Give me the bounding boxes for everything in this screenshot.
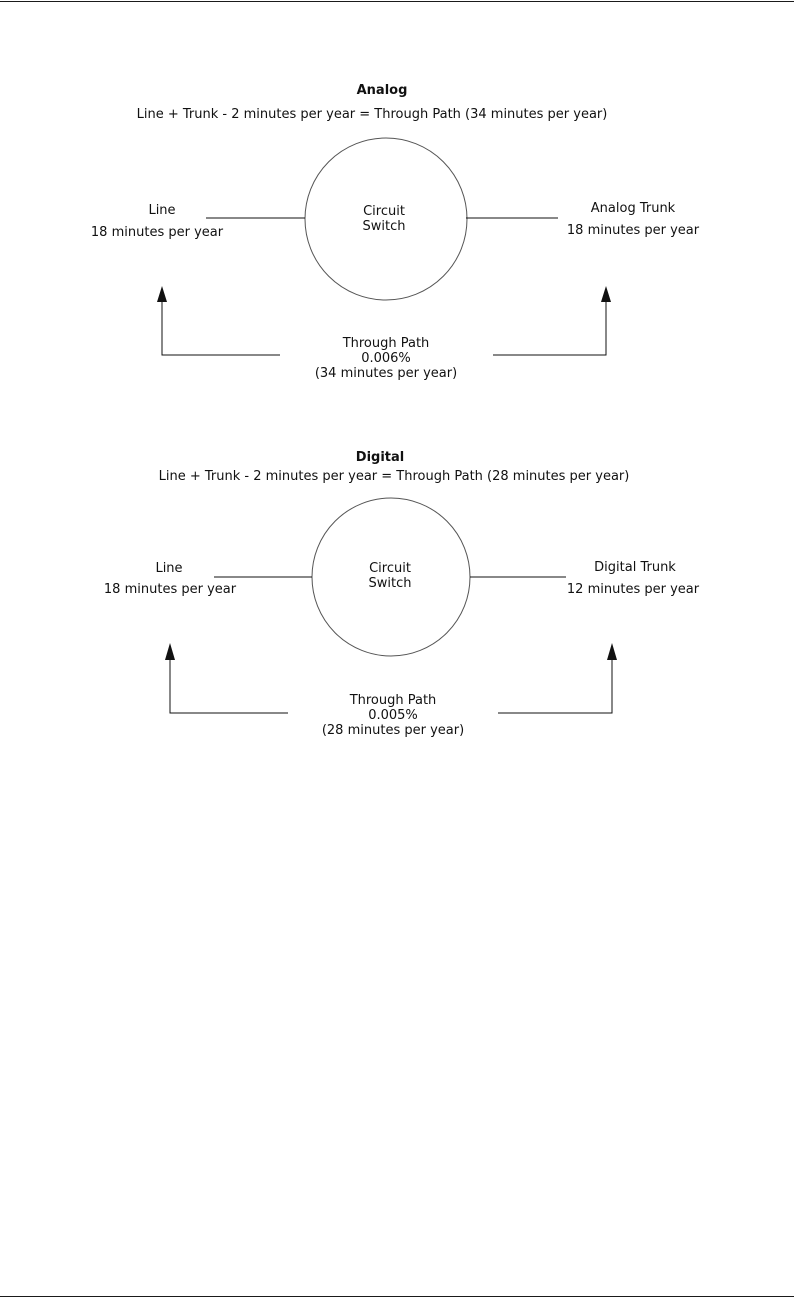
right-path-arrow (498, 659, 613, 714)
left-path-arrow (161, 300, 280, 356)
through-path-value: (28 minutes per year) (321, 723, 465, 738)
switch-label-line2: Switch (362, 219, 406, 234)
trunk-label: Analog Trunk (590, 201, 676, 216)
through-path-percent: 0.006% (361, 351, 411, 366)
switch-label-line1: Circuit (369, 561, 411, 576)
through-path-label: Through Path 0.006% (34 minutes per year… (315, 336, 457, 381)
formula: Line + Trunk - 2 minutes per year = Thro… (158, 469, 630, 484)
through-path-label: Through Path 0.005% (28 minutes per year… (322, 693, 464, 738)
through-path-name: Through Path (342, 336, 430, 351)
switch-label-line1: Circuit (363, 204, 405, 219)
line-value: 18 minutes per year (90, 225, 224, 240)
line-label: Line (155, 561, 183, 576)
circuit-switch-label: Circuit Switch (369, 561, 412, 591)
through-path-value: (34 minutes per year) (314, 366, 458, 381)
digital-diagram-graphic (165, 497, 617, 714)
line-value: 18 minutes per year (103, 582, 237, 597)
left-arrowhead-icon (165, 643, 175, 660)
trunk-label: Digital Trunk (594, 560, 676, 575)
bottom-rule (0, 1296, 794, 1297)
diagram-title: Digital (355, 450, 405, 465)
line-label: Line (148, 203, 176, 218)
trunk-value: 18 minutes per year (566, 223, 700, 238)
right-arrowhead-icon (601, 286, 611, 302)
switch-label-line2: Switch (368, 576, 412, 591)
right-path-arrow (493, 300, 607, 356)
trunk-value: 12 minutes per year (566, 582, 700, 597)
circuit-switch-circle (304, 137, 468, 301)
through-path-name: Through Path (349, 693, 437, 708)
formula: Line + Trunk - 2 minutes per year = Thro… (136, 107, 608, 122)
top-rule (0, 1, 794, 2)
diagram-title: Analog (356, 83, 408, 98)
left-arrowhead-icon (157, 286, 167, 302)
circuit-switch-label: Circuit Switch (363, 204, 406, 234)
left-path-arrow (169, 659, 288, 714)
analog-diagram-graphic (157, 137, 611, 356)
right-arrowhead-icon (607, 643, 617, 660)
through-path-percent: 0.005% (368, 708, 418, 723)
